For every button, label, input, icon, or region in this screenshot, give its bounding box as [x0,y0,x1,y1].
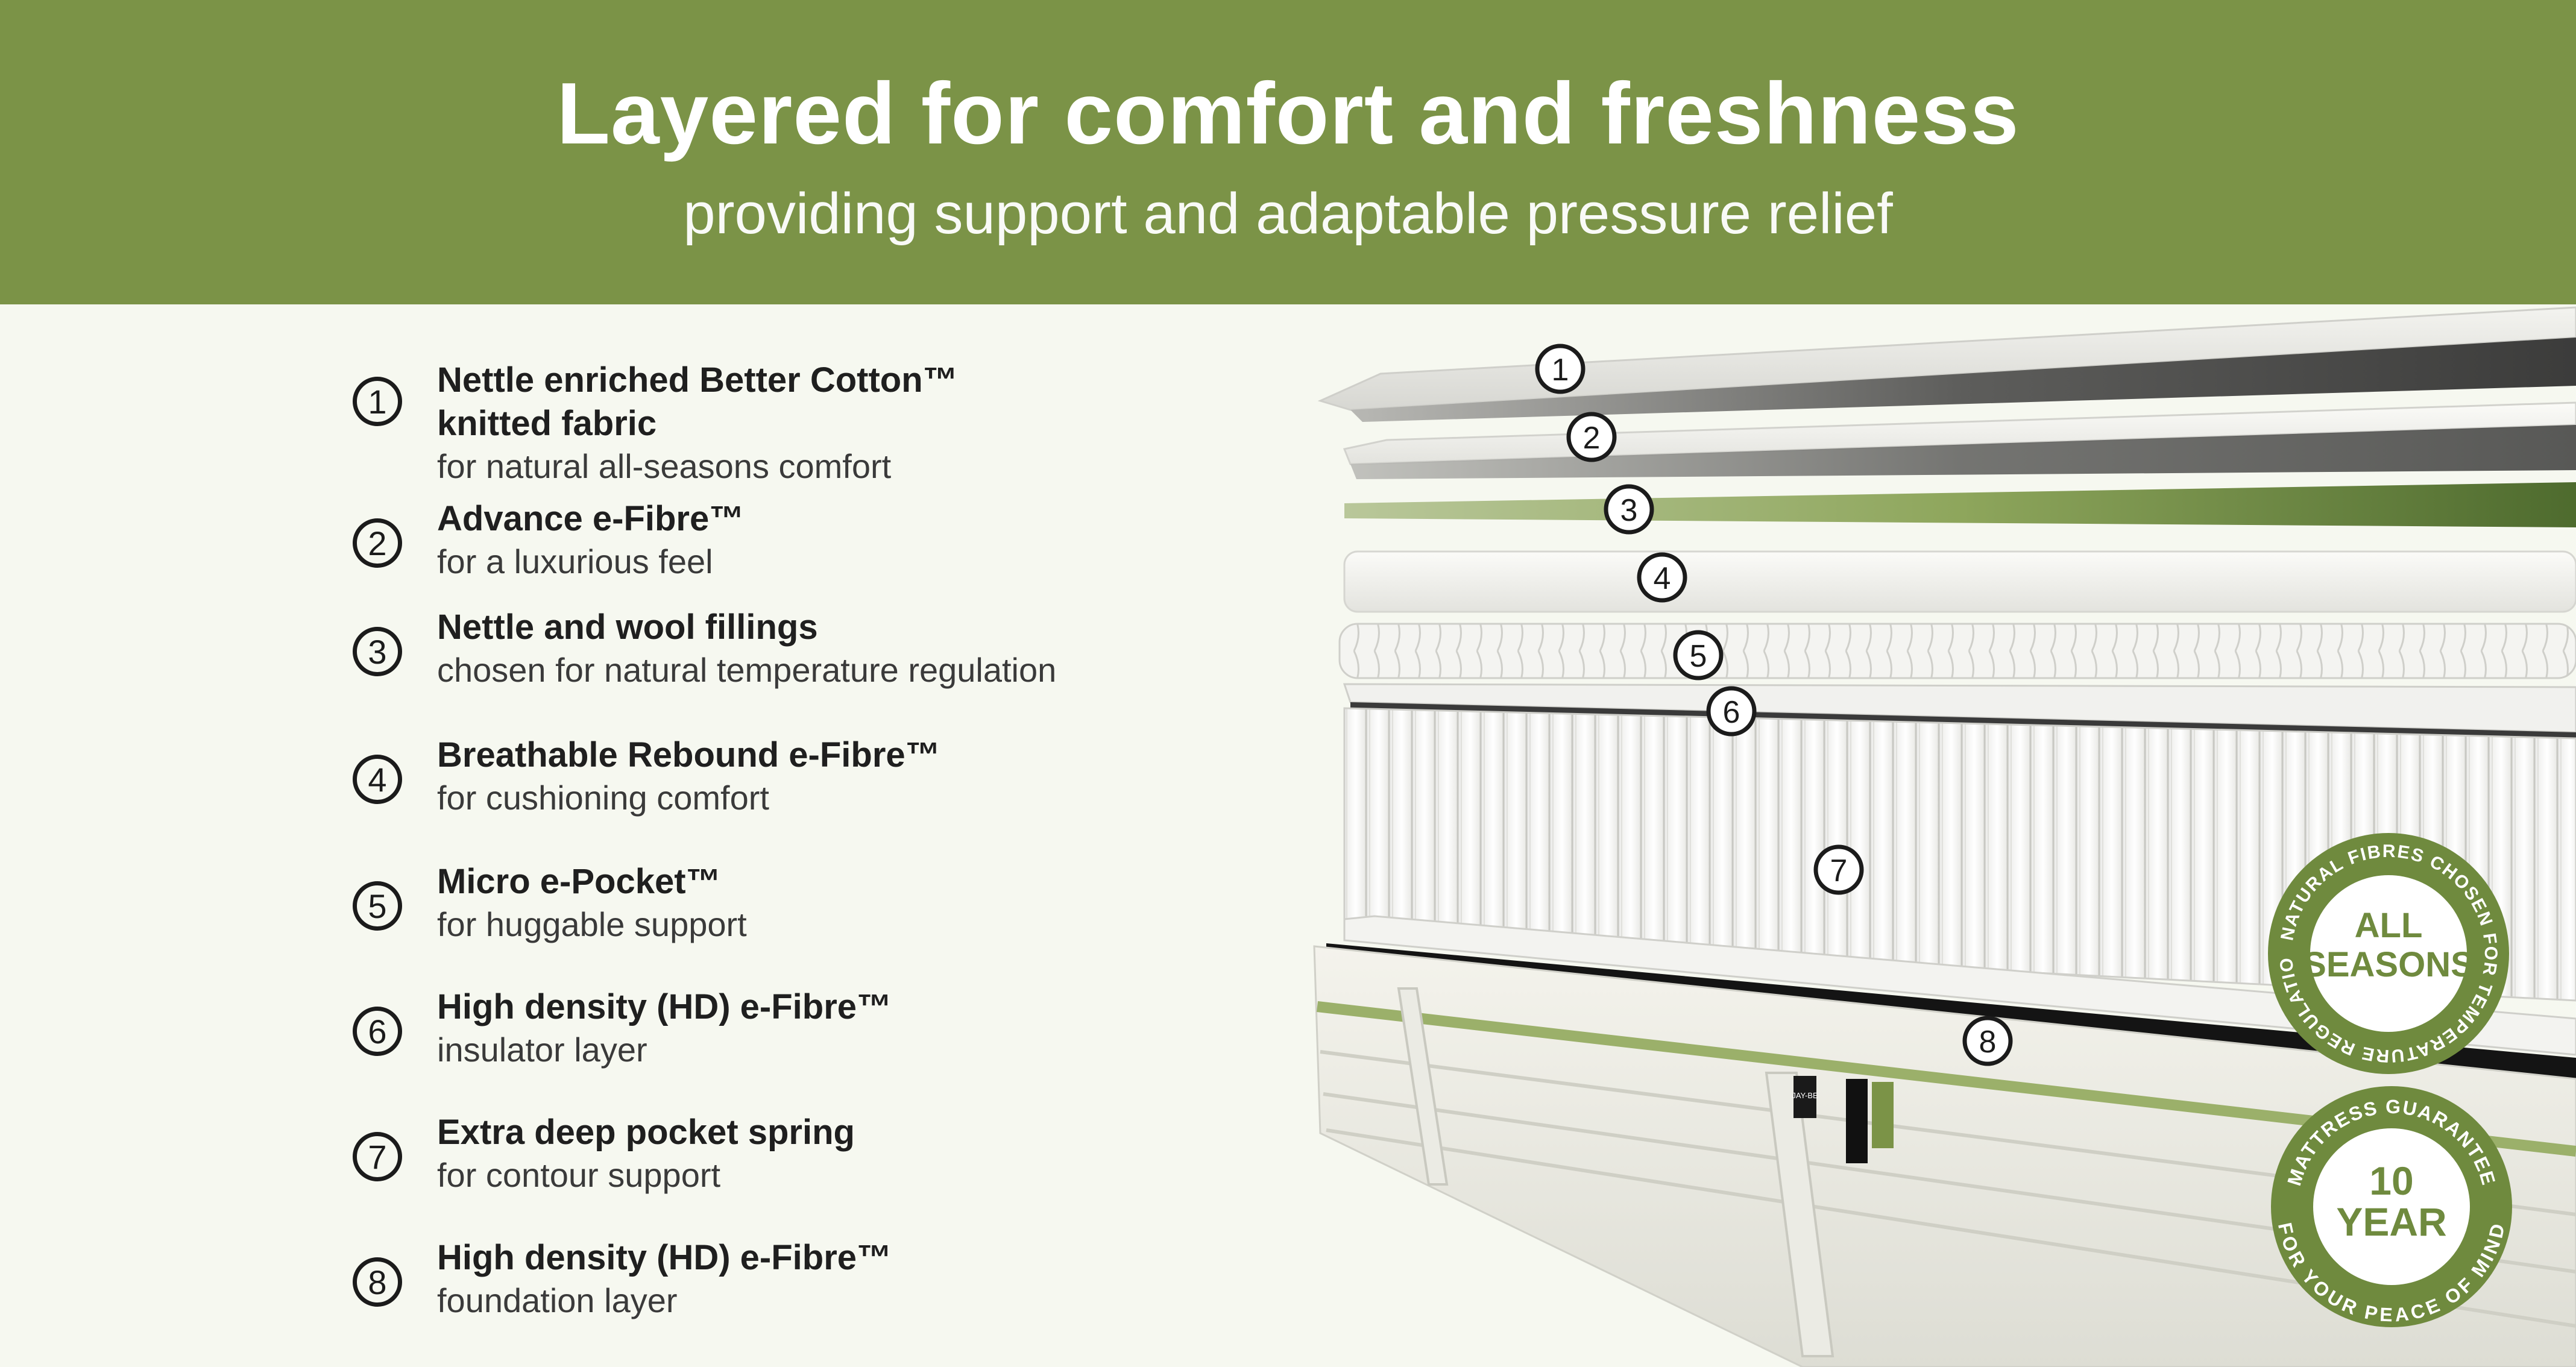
callout-8: 8 [1962,1016,2013,1066]
svg-text:8: 8 [1979,1025,1997,1060]
layer-title: High density (HD) e-Fibre™ [437,1238,892,1277]
callout-3: 3 [1604,484,1654,535]
svg-text:2: 2 [1583,421,1601,456]
layer-title: Micro e-Pocket™ [437,862,721,901]
layer-subtitle: for huggable support [437,905,747,943]
svg-text:5: 5 [1690,639,1707,674]
layer-title: Extra deep pocket spring [437,1113,855,1152]
callout-2: 2 [1566,412,1617,462]
layer-2-efibre [1343,401,2576,465]
handle-strap [1397,987,1449,1186]
layer-8-underside [1326,943,2576,1079]
page-title: Layered for comfort and freshness [556,64,2020,162]
layer-title: Nettle enriched Better Cotton™ [437,360,958,400]
layer-title: Breathable Rebound e-Fibre™ [437,735,940,775]
layer-8-hd-foundation [1343,915,2576,1056]
layer-title: Nettle and wool fillings [437,608,818,647]
layer-number-badge: 1 [353,377,402,426]
layer-number-badge: 4 [353,755,402,804]
layer-title: Advance e-Fibre™ [437,499,745,538]
guarantee-line2: YEAR [2336,1199,2446,1244]
layer-subtitle: for contour support [437,1156,721,1194]
layer-6-hd-insulator [1343,683,2576,734]
layer-title-line2: knitted fabric [437,404,657,443]
layer-number-badge: 2 [353,518,402,568]
svg-text:7: 7 [1830,853,1848,888]
callout-6: 6 [1706,686,1757,737]
layer-number-badge: 8 [353,1257,402,1307]
layer-subtitle: for natural all-seasons comfort [437,447,892,485]
layer-number-badge: 3 [353,627,402,676]
layer-number-badge: 5 [353,881,402,931]
all-seasons-line2: SEASONS [2303,945,2474,984]
svg-text:6: 6 [1723,695,1740,730]
layer-subtitle: chosen for natural temperature regulatio… [437,651,1057,689]
layer-1-underside [1350,338,2576,422]
callout-5: 5 [1673,630,1724,680]
callout-1: 1 [1535,344,1586,394]
callout-7: 7 [1813,844,1864,895]
layer-subtitle: foundation layer [437,1281,678,1319]
mattress-cutaway-illustration: JAY-BE 1 2 3 4 5 6 7 8 NATURAL FIBRES CH… [1308,304,2576,1367]
all-seasons-line1: ALL [2355,906,2423,945]
layer-number-badge: 7 [353,1132,402,1181]
header-banner: Layered for comfort and freshness provid… [0,0,2576,304]
layer-6-underside [1350,702,2576,738]
handle-strap [1765,1072,1834,1357]
page-subtitle: providing support and adaptable pressure… [683,181,1893,246]
brand-tag [1793,1076,1816,1118]
svg-text:1: 1 [1552,353,1569,388]
svg-text:4: 4 [1654,561,1671,596]
layer-number-badge: 6 [353,1007,402,1056]
layer-5-micro-pocket [1338,623,2576,679]
svg-text:3: 3 [1620,493,1638,528]
guarantee-badge: MATTRESS GUARANTEE FOR YOUR PEACE OF MIN… [2271,1086,2512,1327]
layer-2-underside [1350,425,2576,479]
layer-3-nettle-wool [1344,482,2576,527]
guarantee-line1: 10 [2369,1158,2413,1203]
layer-7-pocket-springs [1343,707,2576,1002]
brand-tag-label: JAY-BE [1792,1091,1818,1100]
spec-tag [1846,1079,1868,1163]
layer-subtitle: insulator layer [437,1031,647,1069]
layer-subtitle: for a luxurious feel [437,542,713,580]
callout-4: 4 [1637,552,1687,603]
layer-1-fabric [1317,306,2576,411]
layer-title: High density (HD) e-Fibre™ [437,987,892,1026]
spec-tag-green [1872,1082,1894,1148]
layer-subtitle: for cushioning comfort [437,779,769,817]
layer-4-rebound [1343,550,2576,613]
